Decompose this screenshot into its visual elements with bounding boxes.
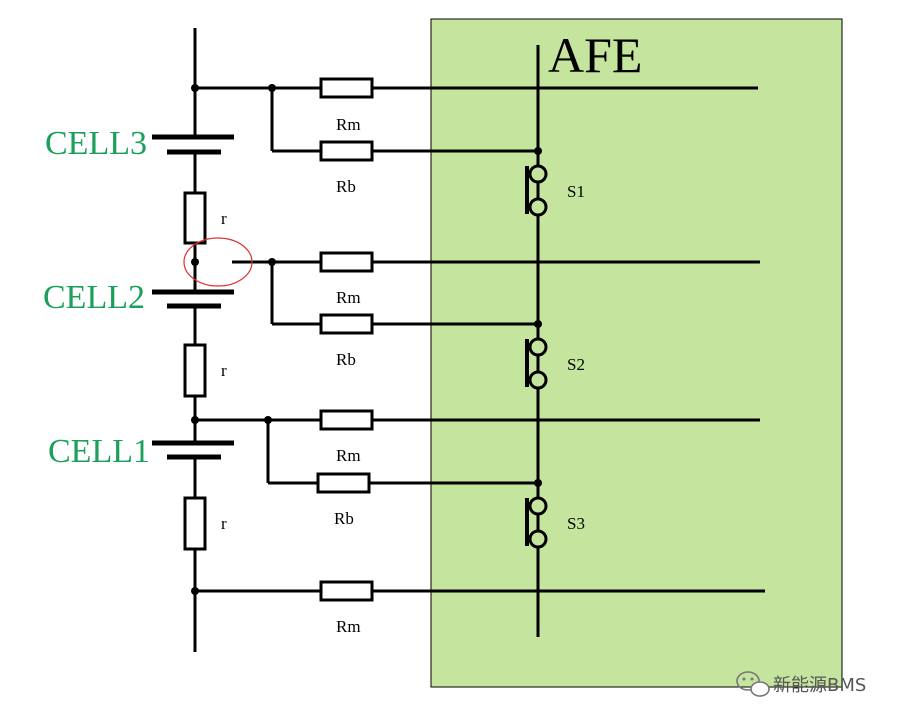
internal-resistor-1-label: r <box>221 209 227 228</box>
cell-3-battery <box>152 134 234 155</box>
wechat-icon <box>736 671 770 697</box>
switch-s2 <box>525 337 548 390</box>
node-1-wiring <box>191 84 758 155</box>
resistor-rb-1-label: Rb <box>336 177 356 196</box>
afe-box <box>430 18 843 688</box>
node-2-wiring <box>191 258 760 328</box>
resistor-rm-4 <box>319 580 374 602</box>
resistor-rb-3 <box>316 472 371 494</box>
cell-1-label: CELL1 <box>48 433 150 470</box>
resistor-rb-3-label: Rb <box>334 509 354 528</box>
resistor-rm-1 <box>319 77 374 99</box>
resistor-rb-2 <box>319 313 374 335</box>
resistor-rm-2 <box>319 251 374 273</box>
node-4-wiring <box>191 587 765 595</box>
switch-s1 <box>525 164 548 217</box>
internal-resistor-3-label: r <box>221 514 227 533</box>
afe-label: AFE <box>548 27 642 83</box>
internal-resistor-1 <box>183 191 207 245</box>
resistor-rm-1-label: Rm <box>336 115 361 134</box>
cell-1-battery <box>152 440 234 460</box>
highlight-circle <box>183 237 253 287</box>
watermark-text: 新能源BMS <box>773 675 866 696</box>
switch-s3-label: S3 <box>567 514 585 533</box>
resistor-rm-3 <box>319 409 374 431</box>
resistor-rb-1 <box>319 140 374 162</box>
resistor-rm-4-label: Rm <box>336 617 361 636</box>
internal-resistor-2-label: r <box>221 361 227 380</box>
switch-s1-label: S1 <box>567 182 585 201</box>
switch-s2-label: S2 <box>567 355 585 374</box>
node-3-wiring <box>191 416 760 487</box>
resistor-rm-2-label: Rm <box>336 288 361 307</box>
internal-resistor-2 <box>183 343 207 398</box>
internal-resistor-3 <box>183 496 207 551</box>
cell-2-battery <box>152 289 234 309</box>
resistor-rb-2-label: Rb <box>336 350 356 369</box>
cell-3-label: CELL3 <box>45 125 147 162</box>
switch-s3 <box>525 496 548 549</box>
resistor-rm-3-label: Rm <box>336 446 361 465</box>
cell-2-label: CELL2 <box>43 279 145 316</box>
